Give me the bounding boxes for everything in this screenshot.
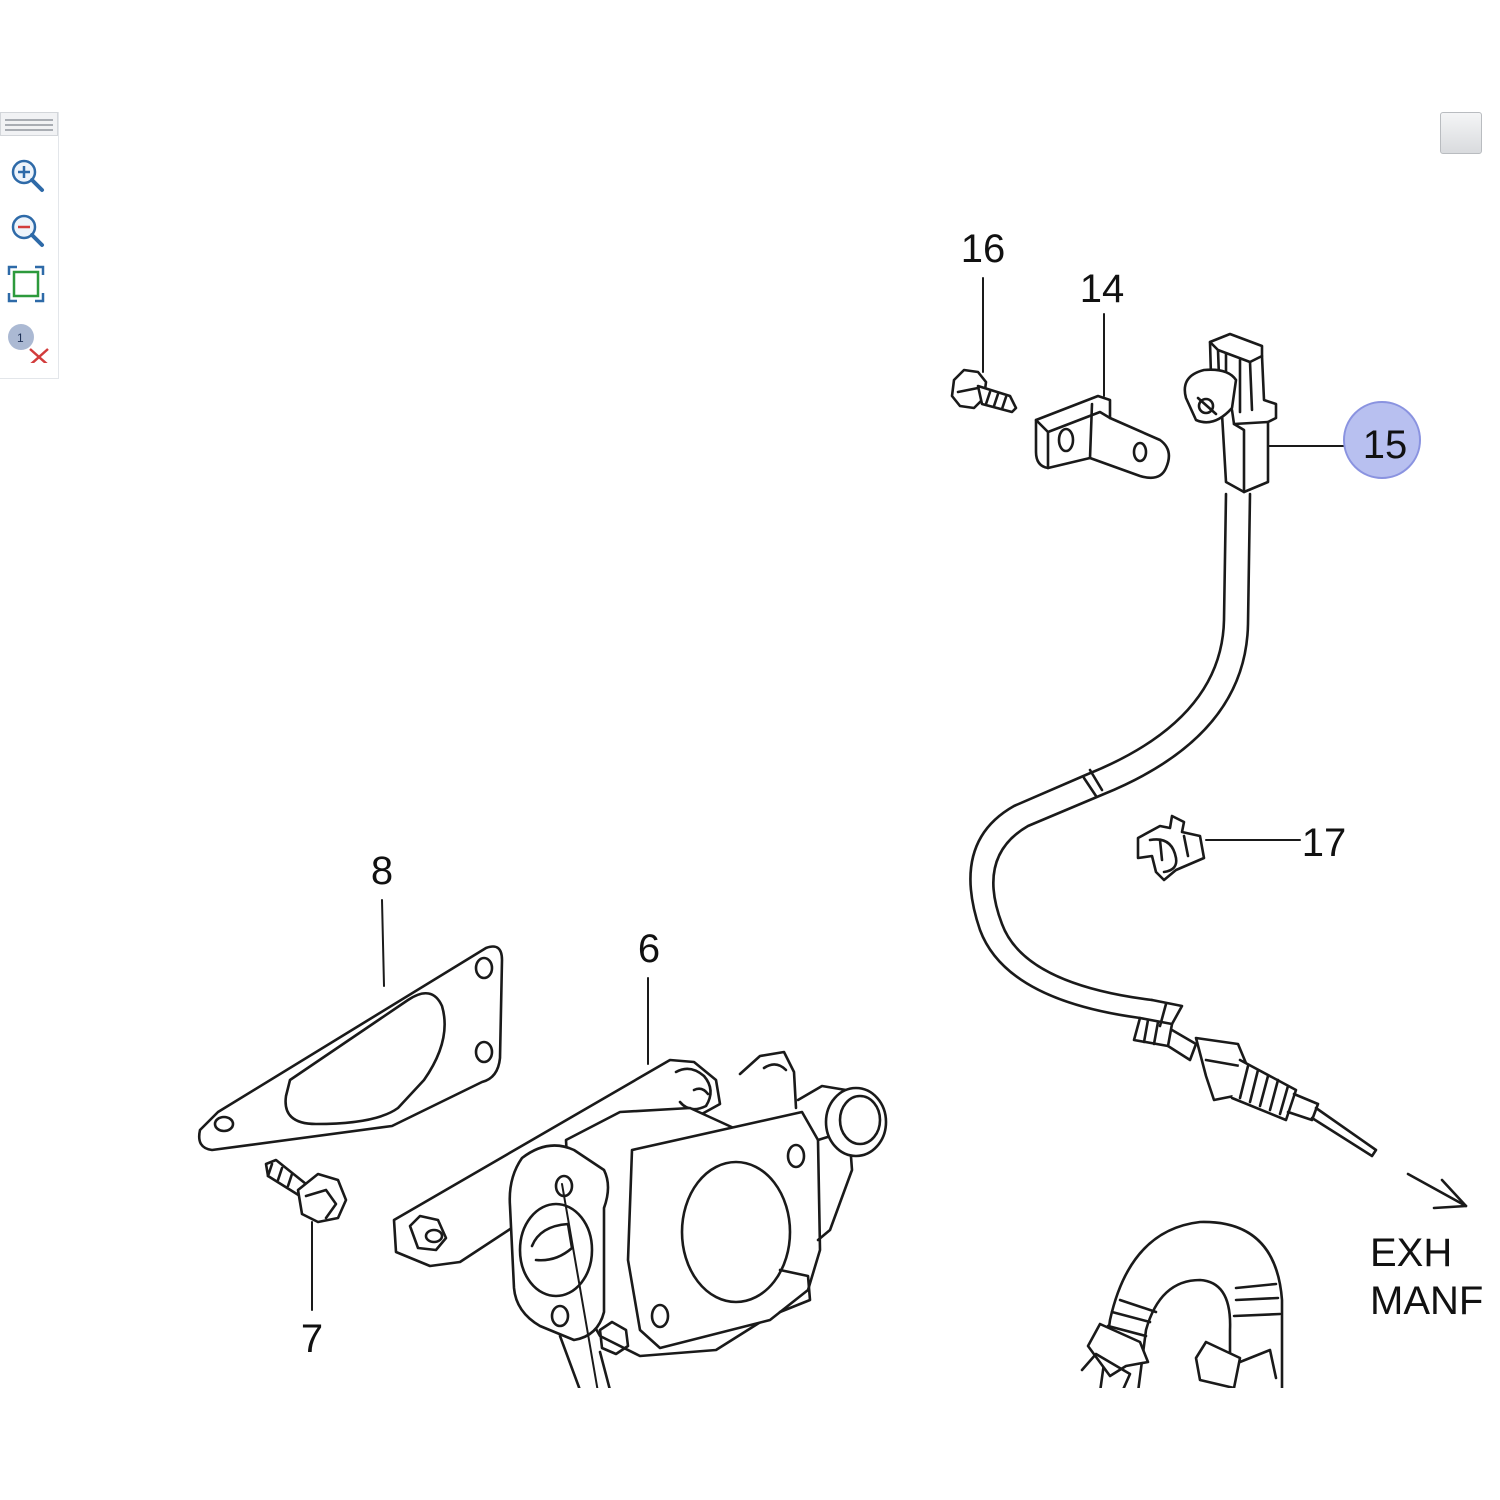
callout-16[interactable]: 16 (961, 227, 1006, 271)
exhaust-direction-arrow (1406, 1172, 1468, 1210)
part-8-gasket[interactable] (197, 945, 504, 1152)
part-15-temperature-sensor[interactable] (969, 332, 1378, 1158)
fit-screen-icon (7, 265, 45, 303)
callout-15-highlight[interactable] (1343, 401, 1421, 479)
coolant-hose (1080, 1220, 1284, 1388)
zoom-out-icon (11, 214, 44, 247)
window-toggle-button[interactable] (1440, 112, 1482, 154)
callout-7[interactable]: 7 (301, 1317, 323, 1361)
zoom-in-icon (11, 159, 44, 192)
fit-screen-button[interactable] (4, 262, 50, 308)
part-6-egr-valve[interactable] (392, 1050, 888, 1390)
svg-text:1: 1 (17, 331, 24, 345)
viewer-toolbar: 1 (0, 112, 59, 379)
toolbar-grip[interactable] (0, 112, 58, 136)
clear-callout-icon: 1 (8, 324, 49, 366)
part-7-bolt[interactable] (264, 1158, 348, 1224)
exhaust-label-line1: EXH (1370, 1231, 1452, 1275)
part-16-bolt[interactable] (950, 368, 1018, 414)
callout-8[interactable]: 8 (371, 849, 393, 893)
part-17-cable-clip[interactable] (1136, 814, 1206, 882)
clear-callout-button[interactable]: 1 (4, 317, 50, 366)
zoom-out-button[interactable] (4, 207, 50, 253)
part-14-bracket[interactable] (1034, 394, 1171, 480)
exhaust-label-line2: MANF (1370, 1279, 1483, 1323)
callout-17[interactable]: 17 (1302, 821, 1347, 865)
callout-6[interactable]: 6 (638, 927, 660, 971)
callout-14[interactable]: 14 (1080, 267, 1125, 311)
zoom-in-button[interactable] (4, 152, 50, 198)
